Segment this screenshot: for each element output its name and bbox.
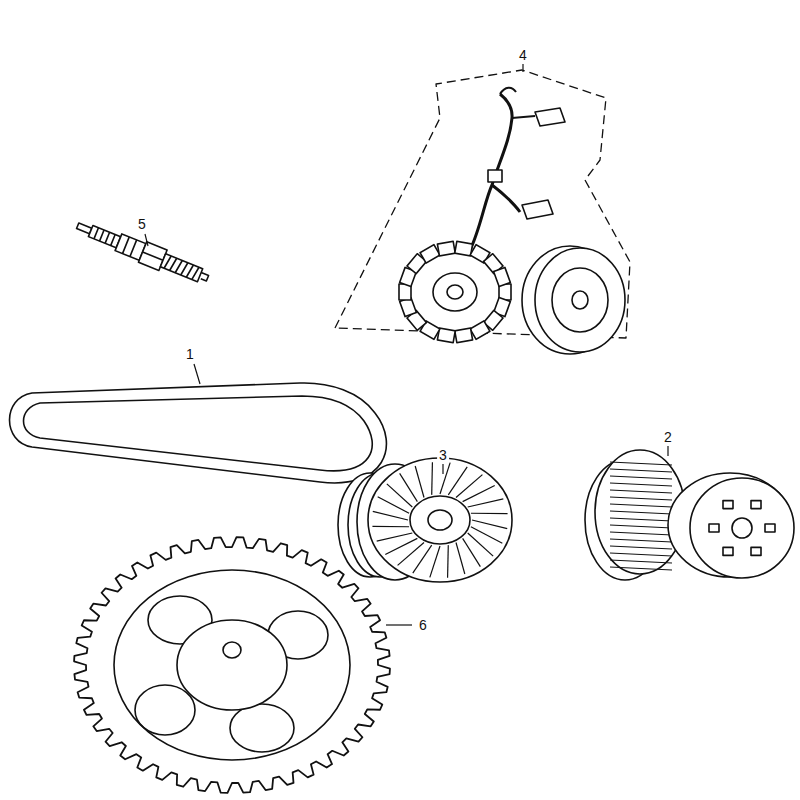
drawing-part (610, 525, 672, 528)
drawing-part (610, 462, 672, 465)
drawing-part (428, 510, 452, 530)
leader-line (145, 234, 148, 246)
drawing-part (463, 486, 495, 502)
drawing-part (431, 462, 433, 495)
drawing-part (470, 321, 490, 339)
leader-line (667, 446, 668, 456)
drawing-part (433, 273, 477, 311)
drawing-part (471, 513, 508, 514)
drawing-part (610, 560, 672, 563)
drawing-part (372, 462, 507, 577)
wire-harness (470, 94, 512, 250)
drawing-part (143, 252, 163, 260)
drawing-part (751, 547, 761, 555)
drawing-part (610, 490, 672, 493)
drawing-part (610, 462, 672, 570)
drawing-part (135, 685, 195, 735)
drawing-part (372, 526, 409, 527)
connector (535, 108, 565, 126)
drawing-part (368, 458, 512, 582)
wire-harness (512, 116, 535, 118)
drawing-part (610, 483, 672, 486)
drawing-part (199, 272, 209, 281)
drawing-part (88, 225, 120, 247)
drawing-part (430, 546, 440, 577)
drawing-part (160, 254, 202, 282)
drawing-part (610, 553, 672, 556)
drawing-part (610, 539, 672, 542)
flywheel-hub (572, 291, 588, 309)
stator-coil (399, 241, 511, 342)
drawing-part (407, 250, 503, 334)
drive-belt (24, 396, 373, 471)
drawing-part (610, 504, 672, 507)
leader-line (194, 364, 200, 384)
drawing-part (400, 473, 418, 501)
spark-plug (74, 216, 212, 289)
drawing-part (610, 532, 672, 535)
drawing-part (709, 524, 719, 532)
callout-number: 1 (184, 346, 196, 362)
drawing-part (10, 64, 795, 793)
drawing-part (690, 478, 794, 578)
drawing-part (74, 537, 390, 793)
drawing-part (732, 518, 752, 538)
callout-number: 4 (517, 47, 529, 63)
flywheel-face (552, 268, 608, 332)
drawing-part (610, 497, 672, 500)
drawing-part (373, 511, 408, 520)
drawing-part (447, 285, 463, 299)
callout-number: 6 (417, 617, 429, 633)
drawing-part (420, 245, 440, 263)
wire-harness (500, 88, 516, 94)
leader-line (442, 464, 443, 474)
drawing-part (723, 547, 733, 555)
drawing-part (455, 328, 473, 343)
callout-number: 2 (662, 429, 674, 445)
callout-number: 5 (136, 216, 148, 232)
drive-belt (10, 383, 387, 483)
drawing-part (123, 237, 137, 257)
connector (488, 170, 502, 182)
drawing-part (114, 570, 350, 760)
clutch-pulley (585, 450, 794, 580)
drawing-part (723, 501, 733, 509)
drawing-part (385, 538, 417, 554)
drawing-part (377, 533, 413, 541)
flywheel-rotor (535, 248, 625, 352)
drawing-part (494, 267, 511, 286)
drawing-part (610, 476, 672, 479)
drawing-part (610, 518, 672, 521)
leader-line (386, 624, 412, 625)
drawing-part (610, 511, 672, 514)
drawing-part (164, 255, 199, 280)
drawing-part (610, 567, 672, 570)
drawing-part (456, 543, 465, 574)
drawing-part (468, 499, 504, 507)
callout-number: 3 (437, 447, 449, 463)
connector (522, 200, 553, 219)
drawing-part (440, 463, 450, 494)
drawing-part (177, 620, 287, 710)
drawing-part (94, 228, 115, 246)
drawing-part (472, 520, 507, 529)
drawing-part (751, 501, 761, 509)
leader-line (522, 64, 523, 72)
drawing-part (610, 469, 672, 472)
variator-pulley (338, 458, 512, 582)
wire-harness (492, 185, 520, 212)
drawing-part (765, 524, 775, 532)
drawing-part (709, 501, 775, 556)
drawing-part (447, 545, 449, 578)
gear-wheel (74, 537, 390, 793)
drawing-part (610, 546, 672, 549)
drawing-part (410, 496, 470, 544)
drawing-part (415, 466, 424, 497)
drawing-part (230, 704, 294, 752)
drawing-part (223, 642, 241, 658)
drawing-part (463, 538, 481, 566)
drawing-part (437, 241, 455, 256)
